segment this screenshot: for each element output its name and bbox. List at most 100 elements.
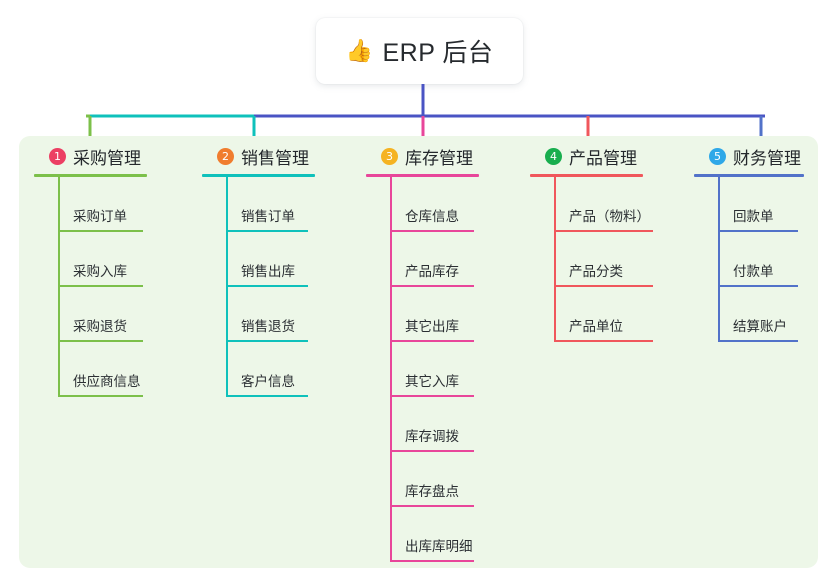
leaf-item[interactable]: 库存盘点 <box>390 452 528 507</box>
column-body-1: 采购订单采购入库采购退货供应商信息 <box>58 177 194 397</box>
leaf-item-rule <box>554 340 653 342</box>
leaf-item[interactable]: 出库库明细 <box>390 507 528 562</box>
root-title: 👍 ERP 后台 <box>346 33 494 69</box>
column-rule-3 <box>366 174 479 177</box>
column-rule-1 <box>34 174 147 177</box>
column-header-1[interactable]: 1 采购管理 <box>34 144 194 168</box>
leaf-item-label: 产品分类 <box>569 264 623 279</box>
leaf-item-rule <box>390 285 474 287</box>
leaf-item-label: 采购退货 <box>73 319 127 334</box>
leaf-item-label: 产品（物料） <box>569 209 650 224</box>
column-header-4[interactable]: 4 产品管理 <box>530 144 690 168</box>
leaf-item-rule <box>554 230 653 232</box>
leaf-item-label: 销售订单 <box>241 209 295 224</box>
column-body-4: 产品（物料） 产品分类产品单位 <box>554 177 690 342</box>
leaf-item-label: 销售退货 <box>241 319 295 334</box>
leaf-item-rule <box>554 285 653 287</box>
leaf-item-label: 其它出库 <box>405 319 459 334</box>
leaf-item-rule <box>718 230 798 232</box>
leaf-item-label: 客户信息 <box>241 374 295 389</box>
leaf-item-label: 库存调拨 <box>405 429 459 444</box>
column-4: 4 产品管理产品（物料） 产品分类产品单位 <box>530 144 690 342</box>
column-rule-2 <box>202 174 315 177</box>
root-title-text: ERP 后台 <box>382 39 494 67</box>
leaf-item[interactable]: 库存调拨 <box>390 397 528 452</box>
leaf-item-label: 库存盘点 <box>405 484 459 499</box>
leaf-item[interactable]: 销售出库 <box>226 232 362 287</box>
column-badge-5: 5 <box>709 147 726 165</box>
column-title-2: 销售管理 <box>241 148 309 168</box>
leaf-item[interactable]: 采购入库 <box>58 232 194 287</box>
leaf-item-rule <box>58 340 143 342</box>
column-1: 1 采购管理采购订单采购入库采购退货供应商信息 <box>34 144 194 397</box>
column-3: 3 库存管理仓库信息产品库存其它出库其它入库库存调拨库存盘点出库库明细 <box>366 144 528 562</box>
leaf-item-label: 产品库存 <box>405 264 459 279</box>
leaf-item-rule <box>58 285 143 287</box>
leaf-item-rule <box>390 340 474 342</box>
leaf-item-rule <box>226 230 308 232</box>
leaf-item-label: 采购入库 <box>73 264 127 279</box>
leaf-item-label: 其它入库 <box>405 374 459 389</box>
column-body-2: 销售订单销售出库销售退货客户信息 <box>226 177 362 397</box>
column-title-3: 库存管理 <box>405 148 473 168</box>
leaf-item[interactable]: 结算账户 <box>718 287 822 342</box>
column-badge-1: 1 <box>49 147 66 165</box>
column-header-3[interactable]: 3 库存管理 <box>366 144 528 168</box>
leaf-item-rule <box>718 285 798 287</box>
column-header-5[interactable]: 5 财务管理 <box>694 144 822 168</box>
leaf-item[interactable]: 产品库存 <box>390 232 528 287</box>
leaf-item[interactable]: 付款单 <box>718 232 822 287</box>
column-badge-4: 4 <box>545 147 562 165</box>
leaf-item[interactable]: 其它出库 <box>390 287 528 342</box>
leaf-item-rule <box>226 340 308 342</box>
leaf-item[interactable]: 供应商信息 <box>58 342 194 397</box>
column-badge-2: 2 <box>217 147 234 165</box>
leaf-item[interactable]: 销售退货 <box>226 287 362 342</box>
column-body-5: 回款单付款单结算账户 <box>718 177 822 342</box>
column-5: 5 财务管理回款单付款单结算账户 <box>694 144 822 342</box>
leaf-item-label: 回款单 <box>733 209 774 224</box>
root-title-card[interactable]: 👍 ERP 后台 <box>316 18 523 84</box>
column-title-1: 采购管理 <box>73 148 141 168</box>
diagram-panel <box>19 136 818 568</box>
leaf-item-rule <box>390 560 474 562</box>
column-header-2[interactable]: 2 销售管理 <box>202 144 362 168</box>
column-spine-3 <box>390 177 392 562</box>
leaf-item-rule <box>58 395 143 397</box>
column-spine-5 <box>718 177 720 342</box>
column-spine-4 <box>554 177 556 342</box>
leaf-item-rule <box>390 230 474 232</box>
leaf-item-label: 付款单 <box>733 264 774 279</box>
column-spine-2 <box>226 177 228 397</box>
leaf-item[interactable]: 其它入库 <box>390 342 528 397</box>
leaf-item-label: 产品单位 <box>569 319 623 334</box>
column-spine-1 <box>58 177 60 397</box>
leaf-item-rule <box>390 450 474 452</box>
leaf-item[interactable]: 采购订单 <box>58 177 194 232</box>
leaf-item[interactable]: 仓库信息 <box>390 177 528 232</box>
leaf-item-rule <box>390 505 474 507</box>
leaf-item-rule <box>390 395 474 397</box>
leaf-item-label: 出库库明细 <box>405 539 473 554</box>
leaf-item[interactable]: 采购退货 <box>58 287 194 342</box>
column-rule-5 <box>694 174 804 177</box>
column-title-5: 财务管理 <box>733 148 801 168</box>
leaf-item-label: 仓库信息 <box>405 209 459 224</box>
column-2: 2 销售管理销售订单销售出库销售退货客户信息 <box>202 144 362 397</box>
column-badge-3: 3 <box>381 147 398 165</box>
column-rule-4 <box>530 174 643 177</box>
leaf-item-label: 采购订单 <box>73 209 127 224</box>
leaf-item-rule <box>226 395 308 397</box>
leaf-item-rule <box>226 285 308 287</box>
leaf-item-label: 销售出库 <box>241 264 295 279</box>
leaf-item-rule <box>58 230 143 232</box>
column-body-3: 仓库信息产品库存其它出库其它入库库存调拨库存盘点出库库明细 <box>390 177 528 562</box>
leaf-item[interactable]: 产品分类 <box>554 232 690 287</box>
leaf-item[interactable]: 回款单 <box>718 177 822 232</box>
leaf-item[interactable]: 销售订单 <box>226 177 362 232</box>
leaf-item[interactable]: 产品（物料） <box>554 177 690 232</box>
leaf-item[interactable]: 客户信息 <box>226 342 362 397</box>
column-title-4: 产品管理 <box>569 148 637 168</box>
leaf-item[interactable]: 产品单位 <box>554 287 690 342</box>
thumbs-up-emoji: 👍 <box>345 38 374 63</box>
